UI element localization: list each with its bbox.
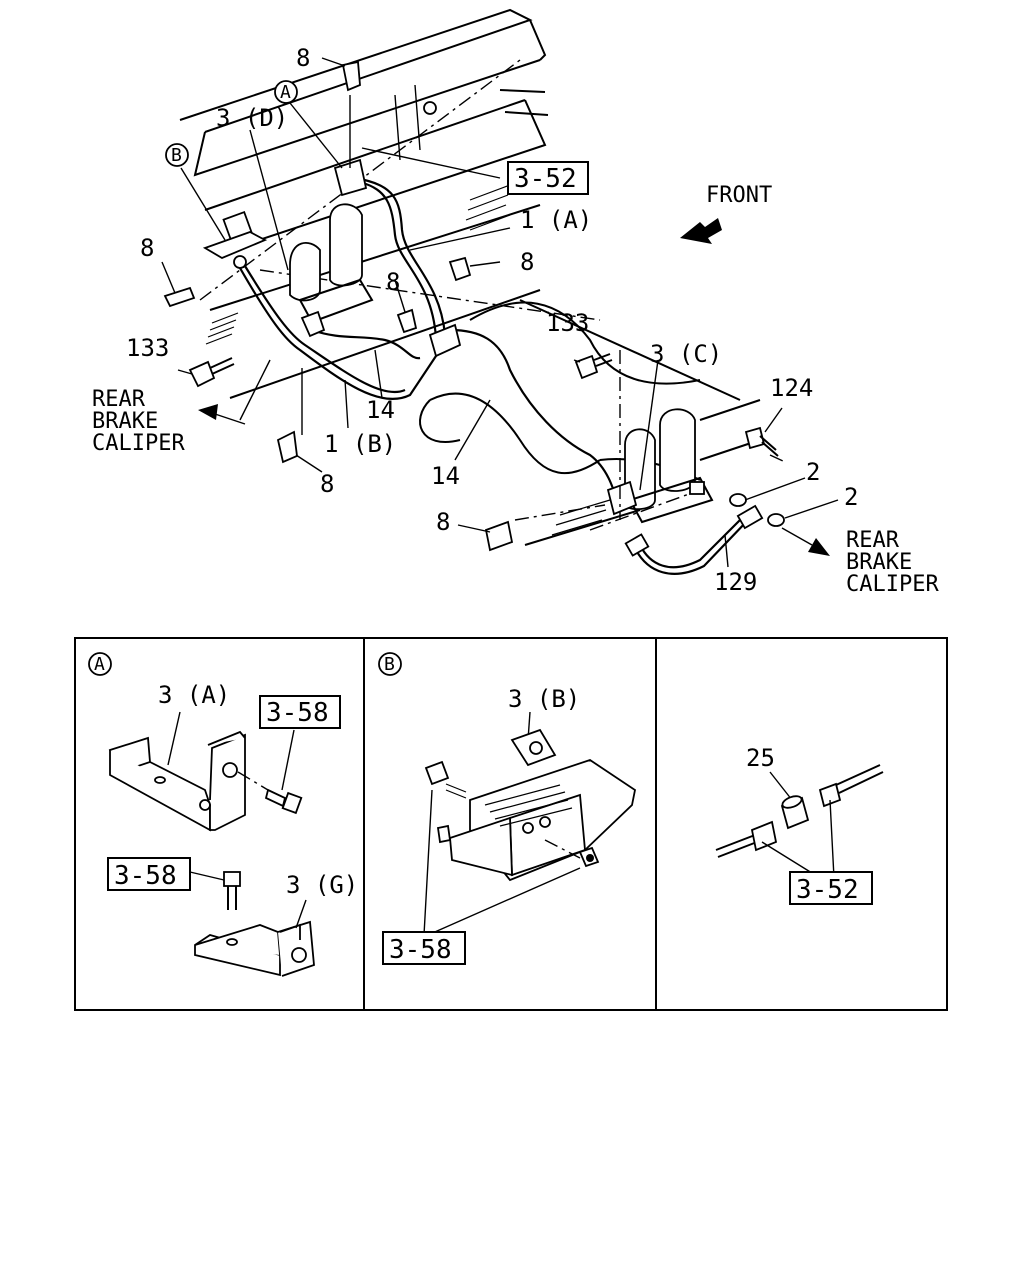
callout-b[interactable]: B (165, 143, 189, 167)
bracket-3b-drawing (424, 711, 637, 882)
panel-a-marker: A (88, 652, 112, 676)
label-clip-8-mid: 8 (386, 268, 400, 296)
ref-box-3-58-a-bottom[interactable]: 3-58 (107, 857, 191, 891)
label-clip-8-top: 8 (296, 44, 310, 72)
brake-pipes (239, 176, 749, 575)
label-clip-8-mid2: 8 (520, 248, 534, 276)
label-bracket-3d: 3 (D) (216, 104, 288, 132)
frame-rail (179, 8, 611, 536)
u-bolt-left (289, 203, 374, 324)
front-arrow-icon (680, 218, 722, 244)
ref-box-3-58-a-top[interactable]: 3-58 (259, 695, 341, 729)
label-pipe-1a: 1 (A) (520, 206, 592, 234)
label-pipe-1b: 1 (B) (324, 430, 396, 458)
bolt-124 (744, 426, 786, 463)
u-bolt-right (624, 408, 714, 524)
bolt-133-left (188, 357, 235, 388)
label-rear-caliper-right-1: REAR (846, 528, 900, 553)
bolt-133-right (574, 353, 613, 380)
detail-panels: A 3 (A) 3-58 (74, 637, 948, 1011)
label-clip-8-bottom: 8 (436, 508, 450, 536)
detail-panel-a: A 3 (A) 3-58 (88, 652, 358, 977)
label-rear-caliper-left-2: BRAKE (92, 409, 158, 434)
label-bolt-124: 124 (770, 374, 813, 402)
label-hose-14-b: 14 (431, 462, 460, 490)
callout-b-text: B (171, 145, 182, 166)
panel-a-marker-text: A (94, 654, 105, 675)
ref-box-3-52-top[interactable]: 3-52 (507, 161, 589, 195)
clips-and-fittings (163, 60, 764, 557)
ref-box-3-58-b[interactable]: 3-58 (382, 931, 466, 965)
main-exploded-view: 8 3 (D) 8 8 8 1 (A) 133 133 3 (C) 14 1 (… (92, 8, 939, 597)
label-rear-caliper-right-3: CALIPER (846, 572, 939, 597)
label-rear-caliper-right-2: BRAKE (846, 550, 912, 575)
bracket-3g-drawing (189, 871, 315, 977)
label-bolt-133-right: 133 (546, 309, 589, 337)
label-front: FRONT (706, 183, 772, 208)
label-bracket-3g: 3 (G) (286, 871, 358, 899)
bracket-3a-drawing (108, 711, 303, 832)
ref-box-3-52-c[interactable]: 3-52 (789, 871, 873, 905)
label-rear-caliper-left-1: REAR (92, 387, 146, 412)
label-clip-8-left: 8 (140, 234, 154, 262)
panel-b-marker: B (378, 652, 402, 676)
ref-3-52-top-text: 3-52 (514, 164, 577, 194)
label-bolt-133-left: 133 (126, 334, 169, 362)
label-rear-caliper-left-3: CALIPER (92, 431, 185, 456)
label-hose-129: 129 (714, 568, 757, 596)
panel-b-marker-text: B (384, 654, 395, 675)
ref-3-58-a-bottom-text: 3-58 (114, 861, 177, 891)
leader-lines (161, 57, 839, 568)
label-bracket-3b: 3 (B) (508, 685, 580, 713)
label-clip-8-low: 8 (320, 470, 334, 498)
ref-3-58-a-top-text: 3-58 (266, 698, 329, 728)
label-connector-25: 25 (746, 744, 775, 772)
rear-caliper-arrow-left-icon (198, 404, 246, 425)
label-washer-2-b: 2 (844, 483, 858, 511)
ref-3-58-b-text: 3-58 (389, 935, 452, 965)
label-bracket-3a: 3 (A) (158, 681, 230, 709)
label-bracket-3c: 3 (C) (650, 340, 722, 368)
callout-a[interactable]: A (274, 80, 298, 104)
label-hose-14-a: 14 (366, 396, 395, 424)
detail-panel-b: B 3 (B) (378, 652, 637, 965)
ref-3-52-c-text: 3-52 (796, 875, 859, 905)
callout-a-text: A (280, 82, 291, 103)
label-washer-2-a: 2 (806, 458, 820, 486)
detail-panel-c: 25 3-52 (715, 744, 884, 905)
connector-25-drawing (715, 764, 884, 879)
washers-2 (729, 493, 785, 527)
rear-caliper-arrow-right-icon (781, 527, 830, 556)
